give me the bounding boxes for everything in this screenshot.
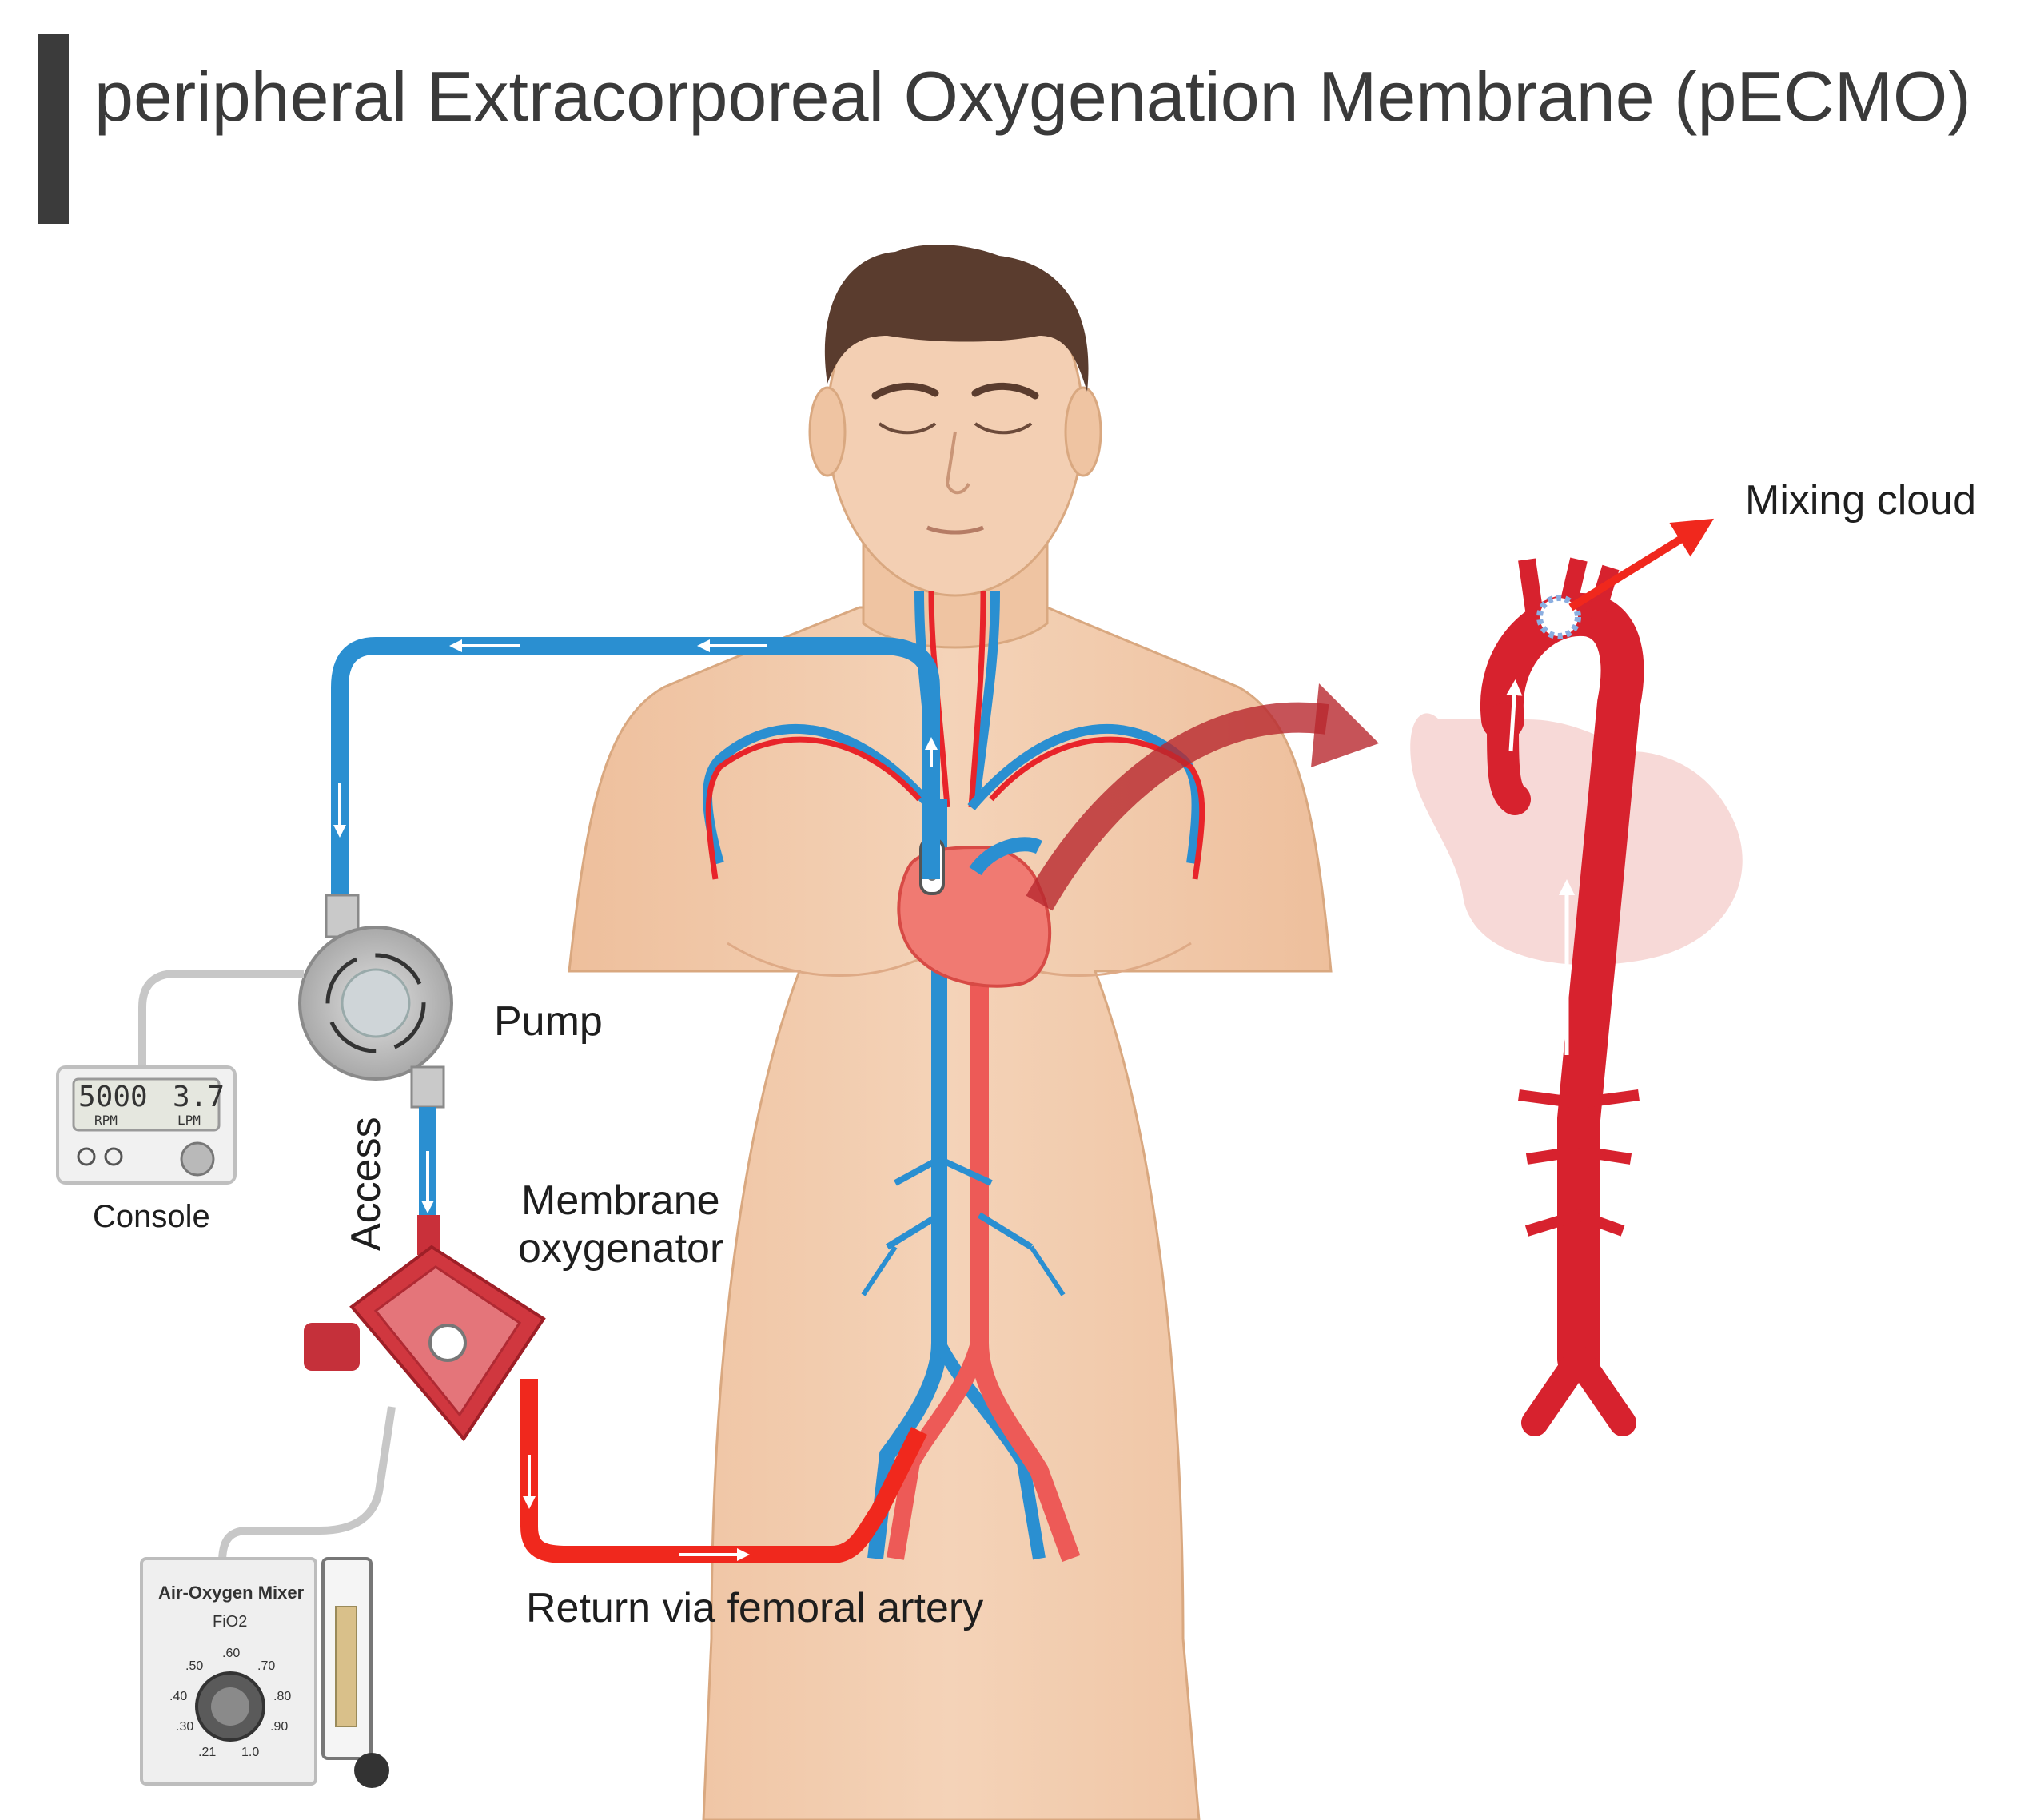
hair bbox=[824, 244, 1089, 392]
dial-mark: .60 bbox=[222, 1647, 241, 1660]
knob-icon bbox=[180, 1141, 215, 1177]
dial-mark: .50 bbox=[185, 1659, 204, 1673]
mixer-title: Air-Oxygen Mixer bbox=[158, 1583, 305, 1603]
console-lpm-value: 3.7 bbox=[173, 1081, 225, 1113]
air-oxygen-mixer bbox=[140, 1557, 389, 1788]
console-lpm-unit: LPM bbox=[177, 1113, 201, 1128]
dial-mark: .30 bbox=[176, 1720, 194, 1734]
console-rpm-value: 5000 bbox=[78, 1081, 148, 1113]
console-rpm-unit: RPM bbox=[94, 1113, 118, 1128]
mixing-cloud-pointer bbox=[1568, 518, 1714, 611]
label-mixing-cloud: Mixing cloud bbox=[1745, 477, 1977, 524]
dial-mark: .70 bbox=[257, 1659, 276, 1673]
human-body bbox=[568, 244, 1333, 1820]
console-display bbox=[72, 1077, 221, 1132]
dial-mark: 1.0 bbox=[241, 1746, 260, 1759]
dial-mark: .90 bbox=[270, 1720, 289, 1734]
ear-left bbox=[808, 386, 847, 477]
eye-right bbox=[974, 422, 1033, 435]
ear-right bbox=[1064, 386, 1102, 477]
label-membrane-line1: Membrane bbox=[521, 1177, 720, 1224]
page-title: peripheral Extracorporeal Oxygenation Me… bbox=[94, 57, 1971, 136]
dial-mark: .80 bbox=[273, 1690, 292, 1703]
label-membrane-line2: oxygenator bbox=[518, 1225, 724, 1272]
lock-icon bbox=[104, 1147, 123, 1166]
membrane-oxygenator bbox=[304, 1215, 546, 1442]
mouth bbox=[926, 525, 984, 535]
venous-drainage-tube bbox=[331, 637, 940, 899]
aorta-inset bbox=[1410, 557, 1743, 1436]
return-tube bbox=[520, 1379, 927, 1563]
power-icon bbox=[77, 1147, 96, 1166]
pump bbox=[298, 894, 453, 1109]
label-pump: Pump bbox=[494, 998, 603, 1045]
label-return: Return via femoral artery bbox=[526, 1585, 984, 1631]
dial-mark: .40 bbox=[169, 1690, 188, 1703]
mixing-cloud-marker bbox=[1536, 595, 1581, 639]
console bbox=[56, 1065, 237, 1185]
title-accent-bar bbox=[38, 34, 69, 224]
label-console: Console bbox=[93, 1199, 210, 1234]
transfer-arrow bbox=[1026, 702, 1329, 911]
mixer-subtitle: FiO2 bbox=[213, 1613, 248, 1631]
label-access: Access bbox=[343, 1117, 389, 1251]
eye-left bbox=[878, 422, 937, 435]
dial-mark: .21 bbox=[198, 1746, 217, 1759]
